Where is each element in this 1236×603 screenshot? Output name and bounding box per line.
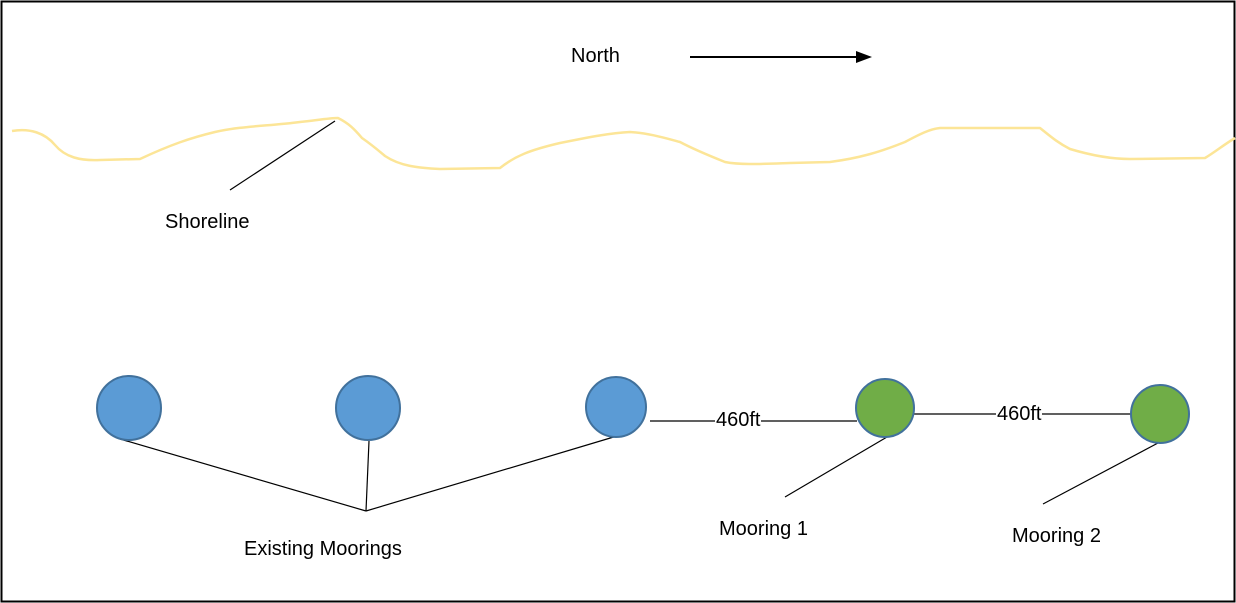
shoreline-line xyxy=(11,116,1236,171)
existing-mooring-1 xyxy=(96,375,162,441)
shoreline-leader-line xyxy=(229,120,336,191)
distance-label-1: 460ft xyxy=(715,408,762,432)
shoreline-label: Shoreline xyxy=(165,211,250,233)
mooring-1-marker xyxy=(855,378,915,438)
mooring2-leader-line xyxy=(1042,442,1159,505)
mooring1-leader-line xyxy=(784,436,888,498)
existing-moorings-label: Existing Moorings xyxy=(244,538,402,560)
existing-mooring-2 xyxy=(335,375,401,441)
mooring-2-label: Mooring 2 xyxy=(1012,525,1101,547)
mooring-2-marker xyxy=(1130,384,1190,444)
mooring-1-label: Mooring 1 xyxy=(719,518,808,540)
north-arrow xyxy=(690,51,872,63)
existing-mooring-3 xyxy=(585,376,647,438)
existing-moorings-leaders xyxy=(119,435,618,512)
distance-label-2: 460ft xyxy=(996,402,1043,426)
north-label: North xyxy=(571,45,620,67)
